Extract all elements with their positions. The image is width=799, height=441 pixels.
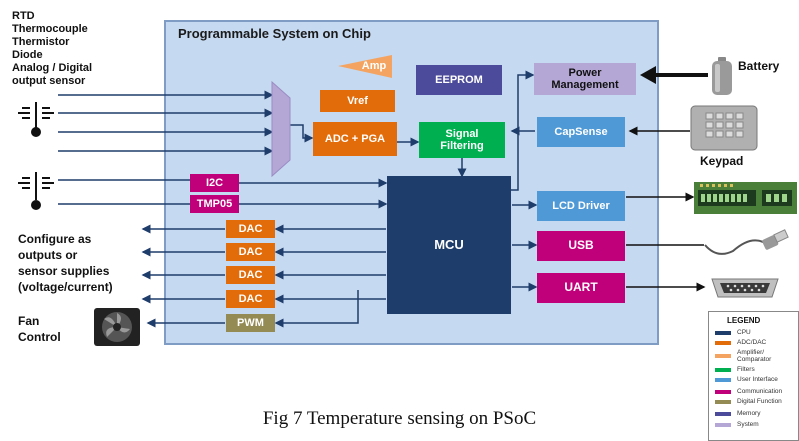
- legend-swatch: [715, 422, 731, 427]
- legend-swatch: [715, 367, 731, 372]
- amp-label: Amp: [361, 59, 387, 72]
- legend-swatch: [715, 411, 731, 416]
- legend-item: System: [715, 421, 759, 428]
- amp-triangle: [338, 55, 392, 78]
- legend-title: LEGEND: [727, 316, 761, 325]
- legend-item: User Interface: [715, 376, 778, 383]
- legend-item: Digital Function: [715, 398, 782, 405]
- legend-label: User Interface: [737, 376, 778, 383]
- keypad-label: Keypad: [700, 154, 744, 168]
- legend-swatch: [715, 330, 731, 335]
- dac-block-3: DAC: [226, 266, 275, 284]
- power-management-block: Power Management: [534, 63, 636, 95]
- legend-swatch: [715, 399, 731, 404]
- capsense-block: CapSense: [537, 117, 625, 147]
- legend-item: CPU: [715, 329, 751, 336]
- legend-label: ADC/DAC: [737, 339, 767, 346]
- legend-item: Amplifier/ Comparator: [715, 349, 771, 363]
- thermometer-icon: [18, 102, 54, 137]
- mcu-block: MCU: [387, 176, 511, 314]
- legend-label: Memory: [737, 410, 761, 417]
- adc-pga-block: ADC + PGA: [313, 122, 397, 156]
- legend-swatch: [715, 340, 731, 345]
- eeprom-block: EEPROM: [416, 65, 502, 95]
- fan-control-text: Fan Control: [18, 314, 61, 344]
- usb-block: USB: [537, 231, 625, 261]
- chip-title: Programmable System on Chip: [178, 26, 371, 41]
- battery-icon: [712, 57, 732, 95]
- tmp05-block: TMP05: [190, 195, 239, 213]
- usb-cable-icon: [704, 229, 789, 255]
- lcd-display-icon: [694, 182, 797, 214]
- serial-connector-icon: [711, 278, 779, 298]
- legend-label: CPU: [737, 329, 751, 336]
- thermometer-icon: [18, 172, 54, 210]
- legend-label: Amplifier/ Comparator: [737, 349, 772, 363]
- pwm-block: PWM: [226, 314, 275, 332]
- lcd-driver-block: LCD Driver: [537, 191, 625, 221]
- signal-filtering-block: Signal Filtering: [419, 122, 505, 158]
- dac-block-4: DAC: [226, 290, 275, 308]
- mux-trapezoid: [271, 80, 291, 178]
- dac-block-2: DAC: [226, 243, 275, 261]
- sensor-type-list: RTD Thermocouple Thermistor Diode Analog…: [12, 10, 93, 87]
- legend-label: Digital Function: [737, 398, 782, 405]
- legend-item: Memory: [715, 410, 760, 417]
- legend-item: Communication: [715, 388, 782, 395]
- battery-arrow: [640, 66, 708, 84]
- legend-label: Communication: [737, 388, 783, 395]
- i2c-block: I2C: [190, 174, 239, 192]
- legend-swatch: [715, 389, 731, 394]
- legend-item: ADC/DAC: [715, 339, 766, 346]
- legend-label: Filters: [737, 366, 755, 373]
- legend-label: System: [737, 421, 759, 428]
- battery-label: Battery: [738, 59, 780, 73]
- figure-caption: Fig 7 Temperature sensing on PSoC: [262, 408, 537, 429]
- vref-block: Vref: [320, 90, 395, 112]
- legend-item: Filters: [715, 366, 755, 373]
- legend-swatch: [715, 377, 731, 382]
- configure-outputs-text: Configure as outputs or sensor supplies …: [18, 232, 113, 294]
- legend-swatch: [715, 354, 731, 358]
- uart-block: UART: [537, 273, 625, 303]
- dac-block-1: DAC: [226, 220, 275, 238]
- fan-icon: [94, 308, 140, 346]
- keypad-icon: [690, 105, 758, 151]
